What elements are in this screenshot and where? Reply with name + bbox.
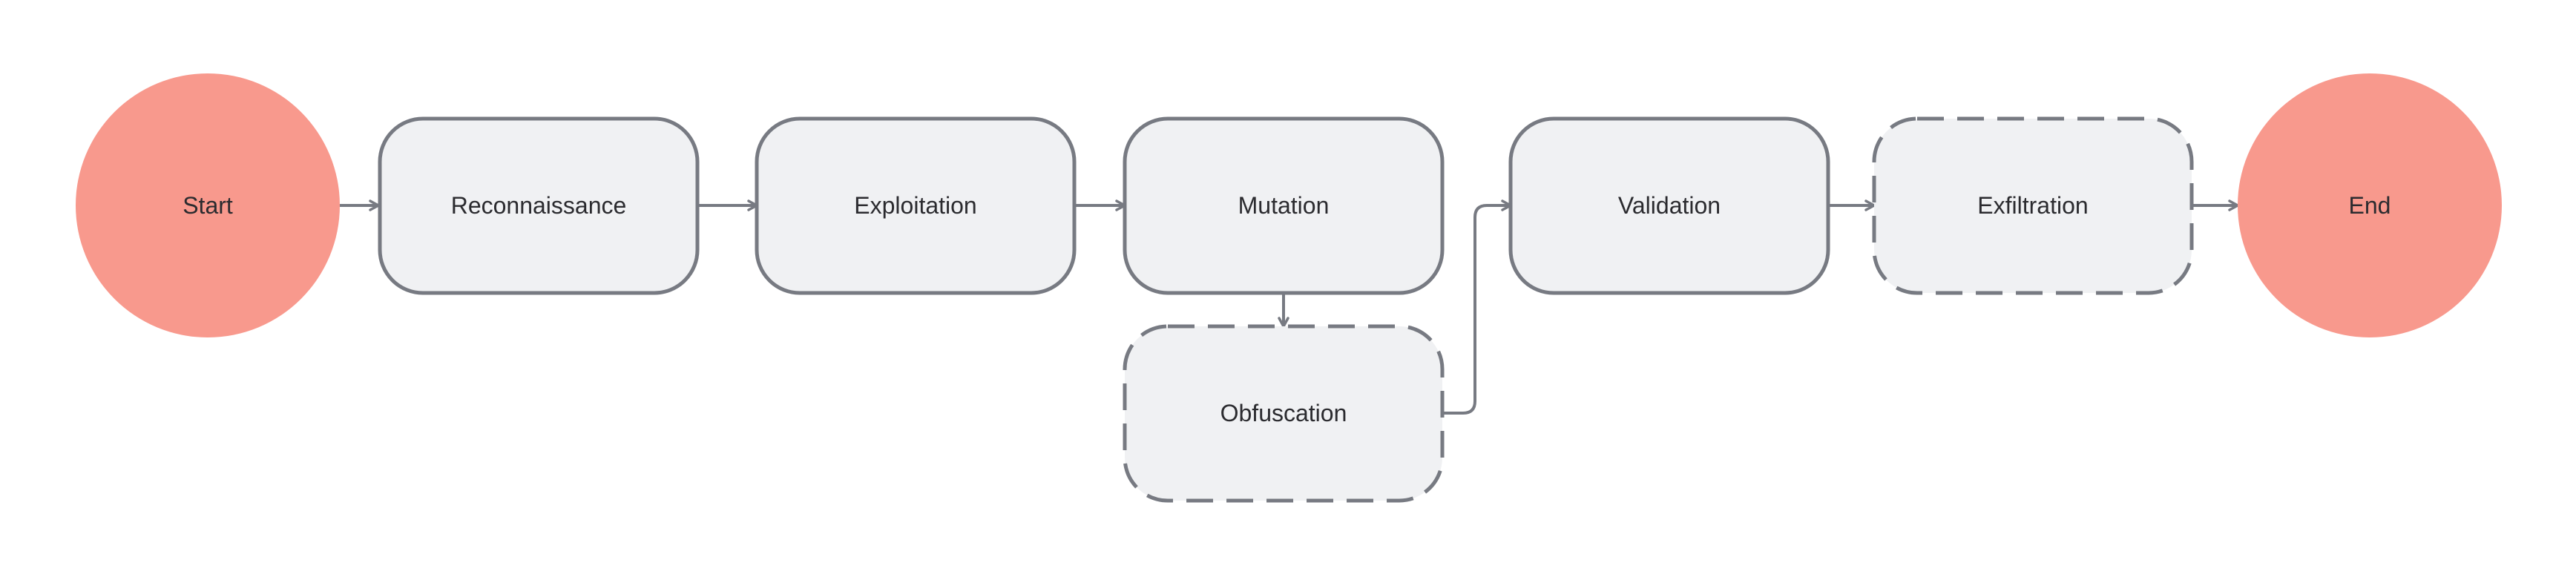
node-exploitation-shape [755, 116, 1077, 295]
node-mutation: Mutation [1123, 116, 1445, 295]
node-validation-label: Validation [1618, 192, 1721, 219]
node-reconnaissance-label: Reconnaissance [451, 192, 627, 219]
edge-obfuscation-validation [1443, 200, 1512, 415]
node-mutation-shape [1123, 116, 1445, 295]
node-validation-shape [1508, 116, 1830, 295]
node-exfiltration: Exfiltration [1872, 116, 2194, 295]
node-mutation-label: Mutation [1238, 192, 1330, 219]
edges [340, 200, 2239, 415]
node-exfiltration-label: Exfiltration [1977, 192, 2088, 219]
node-obfuscation-label: Obfuscation [1220, 400, 1347, 426]
node-start-label: Start [183, 192, 233, 219]
node-start-shape [76, 73, 340, 337]
node-end-label: End [2349, 192, 2391, 219]
node-start: Start [76, 73, 340, 337]
node-reconnaissance-shape [378, 116, 700, 295]
node-obfuscation-shape [1123, 324, 1445, 503]
node-validation: Validation [1508, 116, 1830, 295]
node-exploitation: Exploitation [755, 116, 1077, 295]
node-end-shape [2238, 73, 2502, 337]
node-obfuscation: Obfuscation [1123, 324, 1445, 503]
node-exfiltration-shape [1872, 116, 2194, 295]
node-end: End [2238, 73, 2502, 337]
node-reconnaissance: Reconnaissance [378, 116, 700, 295]
node-exploitation-label: Exploitation [854, 192, 976, 219]
